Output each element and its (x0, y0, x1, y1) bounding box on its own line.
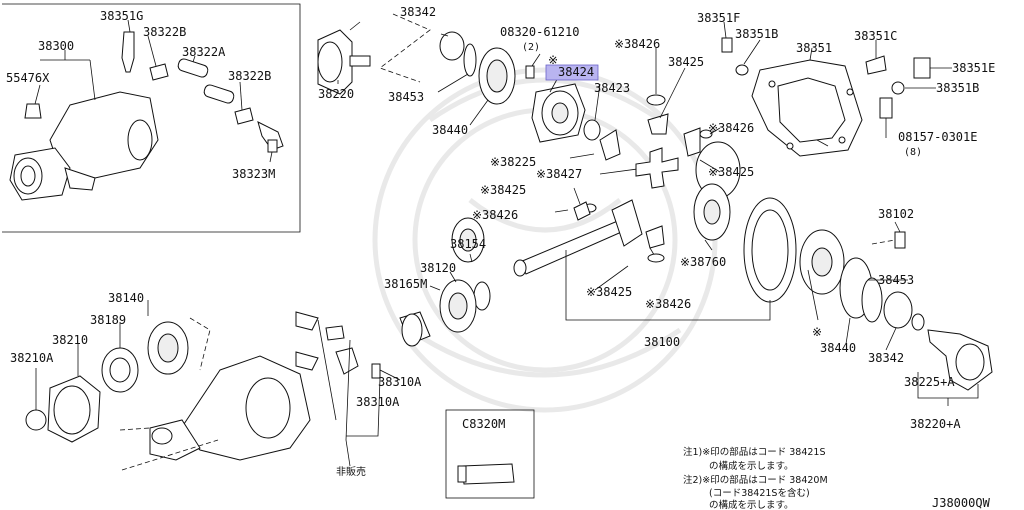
part-label: 38140 (108, 291, 144, 305)
part-label: 38424 (558, 65, 594, 79)
part-label: 38322B (143, 25, 186, 39)
inset-leaders (34, 19, 273, 163)
part-label: ※38760 (680, 255, 726, 269)
part-label: ※38225 (490, 155, 536, 169)
part-label: 38165M (384, 277, 427, 291)
inset-assembly (9, 31, 284, 201)
part-label: 38342 (400, 5, 436, 19)
part-label: 38453 (388, 90, 424, 104)
drive-pinion-group (513, 187, 665, 291)
part-label: (8) (904, 147, 922, 158)
pinion-mate-group (525, 48, 686, 175)
part-label: ※38426 (614, 37, 660, 51)
gear-carrier-group (119, 311, 401, 471)
part-label: 38351E (952, 61, 995, 75)
note2-line3: の構成を示します。 (709, 499, 794, 510)
part-label: 38210 (52, 333, 88, 347)
companion-flange-group (25, 300, 211, 443)
part-label: C8320M (462, 417, 505, 431)
part-label: 38351B (936, 81, 979, 95)
c8320m-box (445, 409, 535, 499)
notes: 注1)※印の部品はコード 38421S の構成を示します。 注2)※印の部品はコ… (683, 446, 828, 510)
part-label: 38453 (878, 273, 914, 287)
ring-gear-group (565, 197, 925, 351)
part-label: ※ (812, 325, 822, 339)
part-label: 38351 (796, 41, 832, 55)
part-label: 38220 (318, 87, 354, 101)
part-label: 38102 (878, 207, 914, 221)
note1-line1: 注1)※印の部品はコード 38421S (683, 446, 825, 458)
rear-cover-group (721, 21, 952, 157)
part-label: ※38426 (472, 208, 518, 222)
part-label: 38440 (820, 341, 856, 355)
part-label: 38351G (100, 9, 143, 23)
note2-line1: 注2)※印の部品はコード 38420M (683, 474, 828, 486)
part-label: ※38425 (708, 165, 754, 179)
part-label: 38100 (644, 335, 680, 349)
part-label: 38310A (378, 375, 422, 389)
part-label: 38351F (697, 11, 740, 25)
part-label: 38310A (356, 395, 400, 409)
part-label: 非販売 (336, 465, 366, 478)
part-label: 38342 (868, 351, 904, 365)
part-label: 38225+A (904, 375, 955, 389)
part-label: 38322B (228, 69, 271, 83)
part-label: 38210A (10, 351, 54, 365)
part-label: (2) (522, 42, 540, 53)
part-label: 38323M (232, 167, 275, 181)
spider-group (635, 127, 741, 251)
part-label: 38440 (432, 123, 468, 137)
right-flange-group (917, 329, 993, 406)
part-label: 38189 (90, 313, 126, 327)
side-flange-group (317, 13, 516, 126)
part-label: 38120 (420, 261, 456, 275)
part-label: 38322A (182, 45, 226, 59)
part-label: 08320-61210 (500, 25, 579, 39)
part-label: 38423 (594, 81, 630, 95)
part-label: 38351C (854, 29, 897, 43)
part-label: 08157-0301E (898, 130, 977, 144)
part-label: 38425 (668, 55, 704, 69)
note1-line2: の構成を示します。 (709, 460, 794, 472)
part-label: ※ (548, 53, 558, 67)
pinion-bearing-group (399, 217, 491, 347)
part-label: 38220+A (910, 417, 961, 431)
highlight-38424 (545, 64, 599, 81)
part-label: 38300 (38, 39, 74, 53)
part-label: ※38426 (645, 297, 691, 311)
inset-frame (2, 3, 301, 233)
part-label: ※38425 (586, 285, 632, 299)
part-label: 38154 (450, 237, 486, 251)
part-label: ※38426 (708, 121, 754, 135)
part-label: ※38425 (480, 183, 526, 197)
part-label: ※38427 (536, 167, 582, 181)
part-label: 38351B (735, 27, 778, 41)
figure-code: J38000QW (932, 496, 991, 510)
note2-line2: (コード38421Sを含む) (709, 487, 810, 499)
part-label: 55476X (6, 71, 50, 85)
